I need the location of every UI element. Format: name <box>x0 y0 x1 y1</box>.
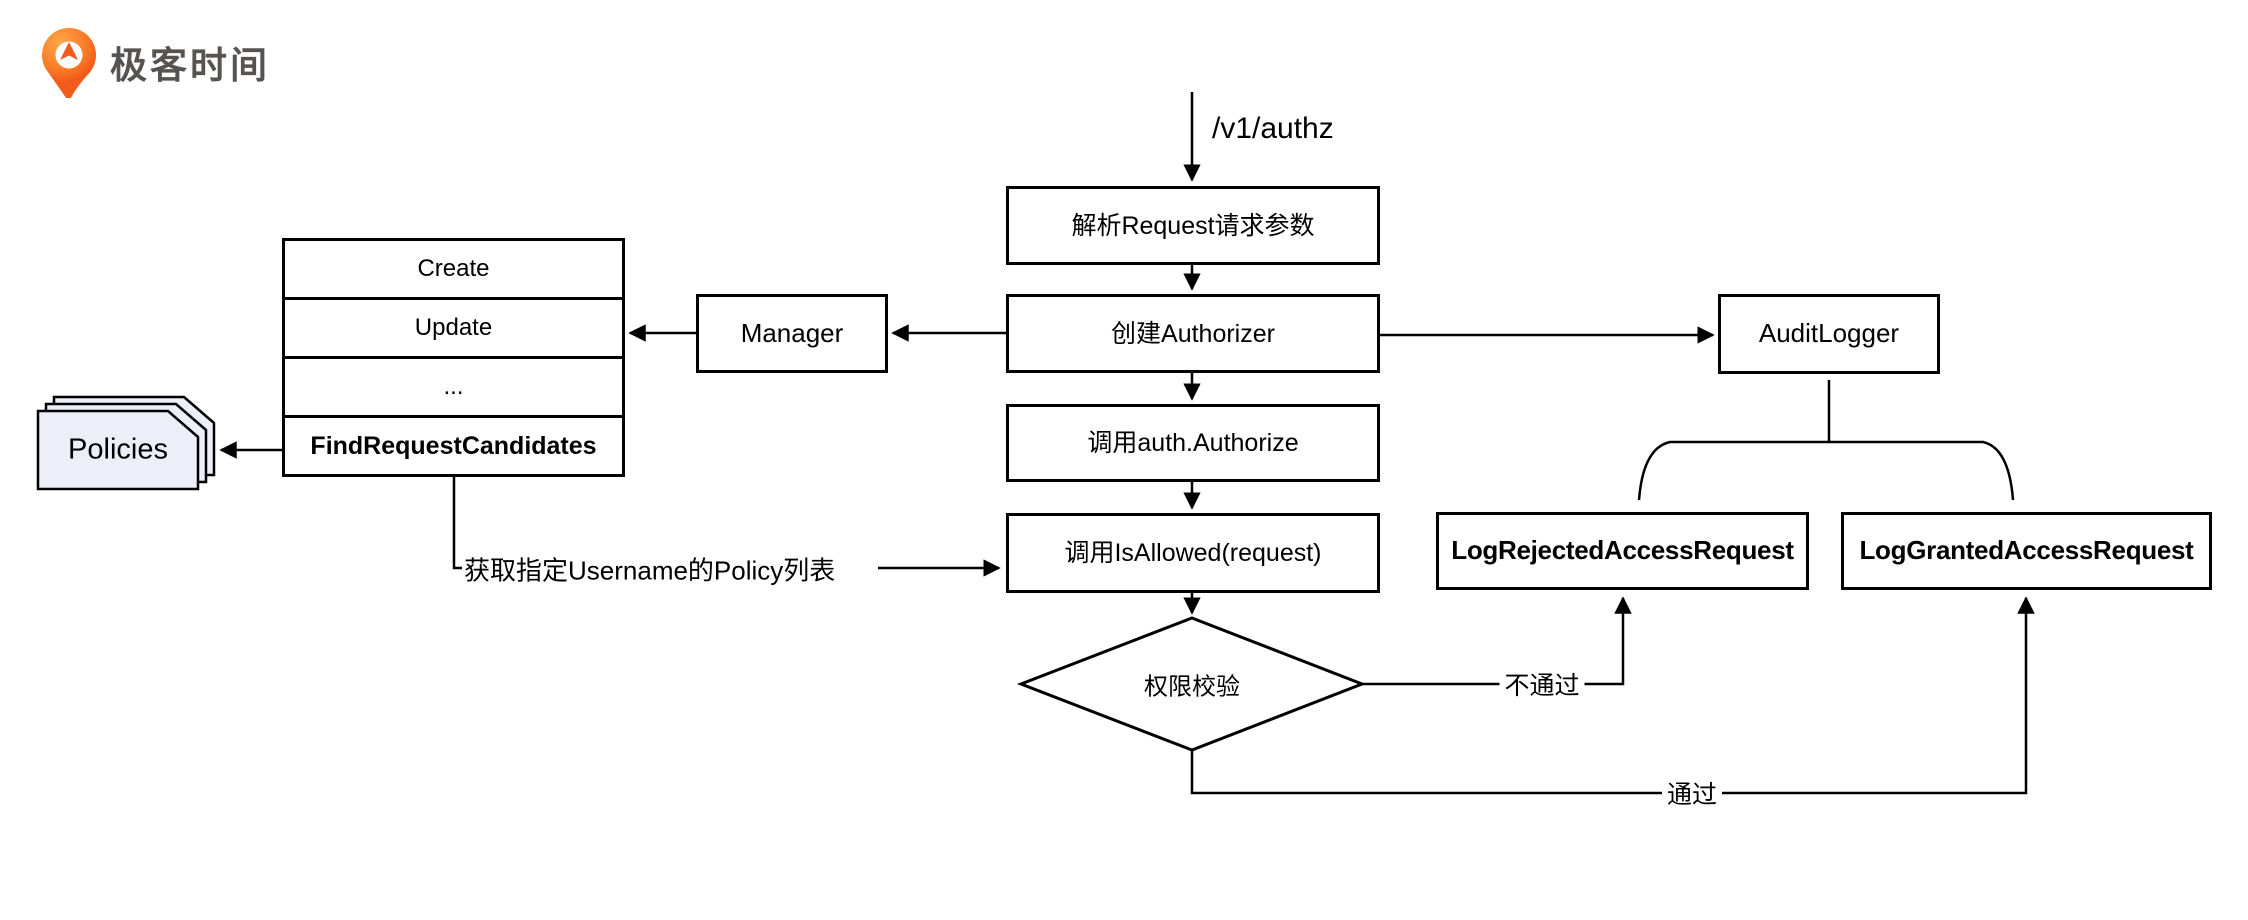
node-parse-request: 解析Request请求参数 <box>1006 186 1380 265</box>
edge-label-pass: 通过 <box>1661 775 1723 811</box>
method-row-ellipsis: ... <box>285 359 622 418</box>
brand-logo: 极客时间 <box>40 24 270 98</box>
edge-pass-path <box>1190 596 2035 795</box>
auditlogger-brace <box>1637 440 2015 501</box>
get-policy-list-note: 获取指定Username的Policy列表 <box>464 550 836 588</box>
method-row-update: Update <box>285 300 622 359</box>
node-log-rejected: LogRejectedAccessRequest <box>1436 512 1809 590</box>
node-create-authorizer: 创建Authorizer <box>1006 294 1380 373</box>
brand-name: 极客时间 <box>110 45 270 86</box>
node-call-authorize: 调用auth.Authorize <box>1006 404 1380 482</box>
node-log-granted: LogGrantedAccessRequest <box>1841 512 2212 590</box>
policies-stack-icon <box>36 395 216 491</box>
edge-fail-path <box>1362 596 1632 686</box>
decision-diamond <box>1016 616 1367 752</box>
node-auditlogger: AuditLogger <box>1718 294 1940 374</box>
manager-methods-table: Create Update ... FindRequestCandidates <box>282 238 625 477</box>
edge-methods-to-note <box>452 477 462 570</box>
policies-label: Policies <box>68 433 168 466</box>
method-row-findrequestcandidates: FindRequestCandidates <box>310 431 597 460</box>
node-call-isallowed: 调用IsAllowed(request) <box>1006 513 1380 593</box>
method-row-create: Create <box>285 241 622 300</box>
edge-label-fail: 不通过 <box>1499 666 1585 702</box>
decision-label: 权限校验 <box>1144 673 1240 701</box>
policies-card-front <box>36 409 200 491</box>
node-manager: Manager <box>696 294 888 373</box>
geektime-logo-icon <box>42 28 96 98</box>
api-path-label: /v1/authz <box>1212 112 1334 145</box>
